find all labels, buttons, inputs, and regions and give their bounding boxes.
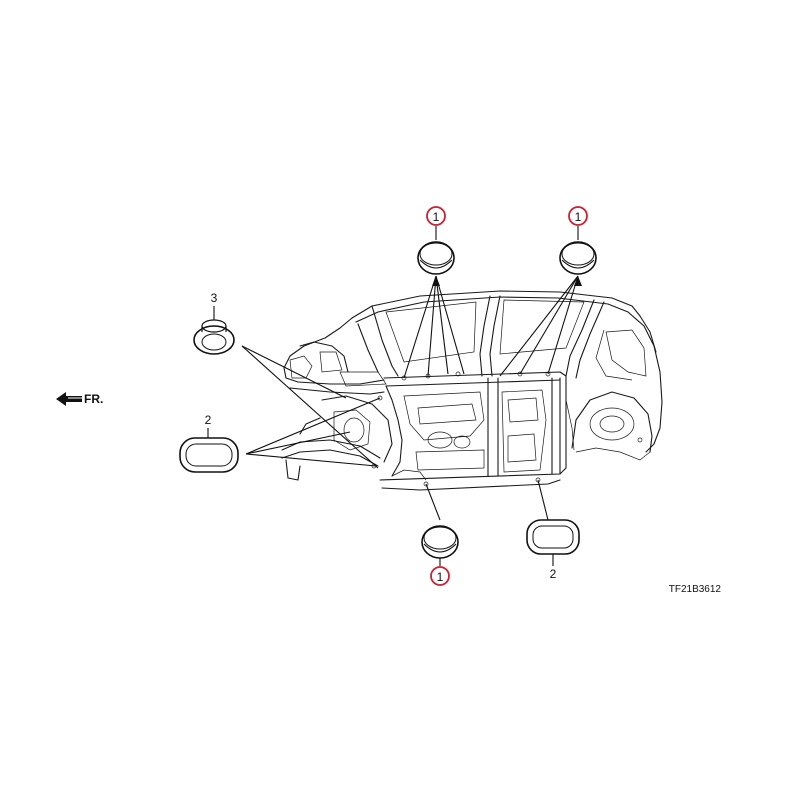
- vehicle-body-frame: [281, 290, 663, 491]
- callout-2-bottom-right[interactable]: 2: [550, 554, 557, 581]
- callout-1-top-right[interactable]: 1: [568, 206, 588, 240]
- round-grommet-icon: [417, 241, 455, 275]
- leader-lines: [241, 275, 582, 521]
- front-label: FR.: [84, 392, 103, 406]
- highlight-circle-icon: [426, 206, 446, 226]
- callout-label: 2: [550, 567, 557, 581]
- callout-1-bottom-center[interactable]: 1: [430, 558, 450, 586]
- callout-label: 1: [437, 570, 444, 584]
- callout-1-top-left[interactable]: 1: [426, 206, 446, 240]
- oval-grommet-icon: [526, 519, 580, 555]
- callout-label: 3: [211, 291, 218, 305]
- oval-grommet-icon: [179, 437, 239, 473]
- callout-2-left-lower[interactable]: 2: [205, 413, 212, 438]
- highlight-circle-icon: [568, 206, 588, 226]
- callout-label: 1: [433, 210, 440, 224]
- highlight-circle-icon: [430, 566, 450, 586]
- callout-label: 2: [205, 413, 212, 427]
- figure-code: TF21B3612: [669, 584, 722, 595]
- callout-3-left-upper[interactable]: 3: [211, 291, 218, 320]
- round-grommet-icon: [559, 241, 597, 275]
- callout-label: 1: [575, 210, 582, 224]
- round-grommet-icon: [421, 525, 459, 559]
- front-direction-indicator: FR.: [56, 392, 103, 406]
- arrow-left-icon: [56, 392, 82, 406]
- stepped-plug-icon: [193, 319, 235, 355]
